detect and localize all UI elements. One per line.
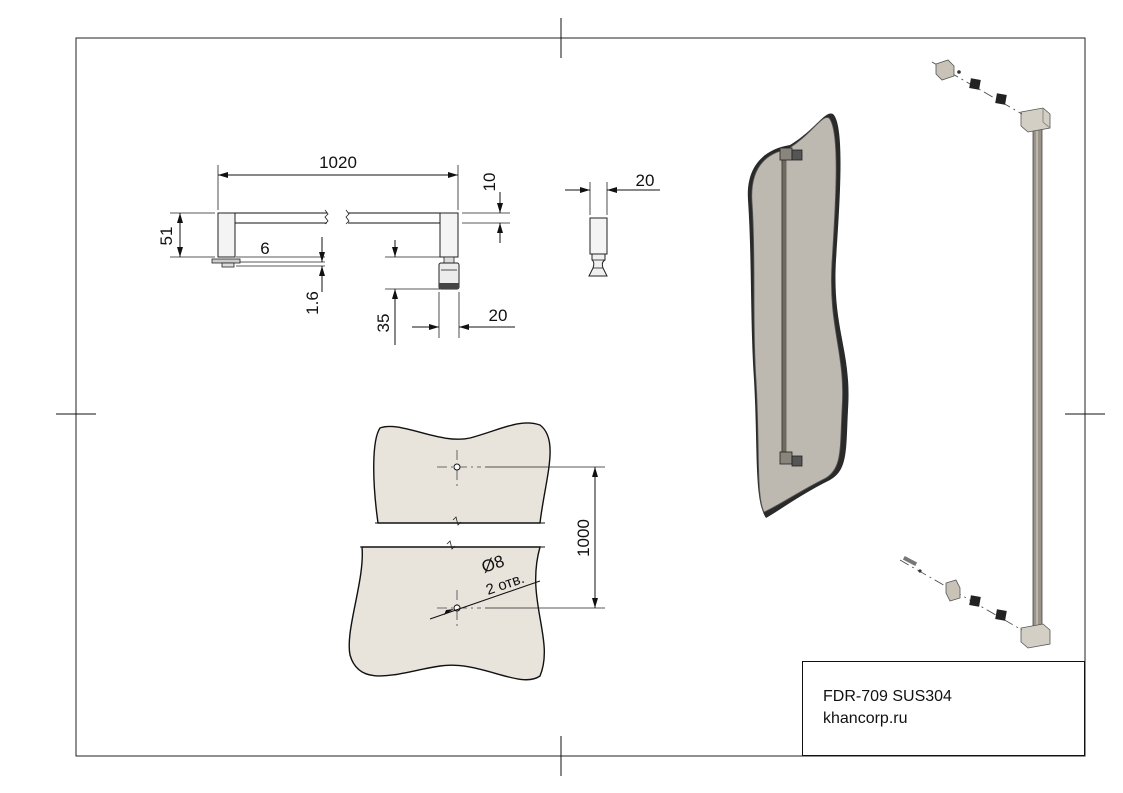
glass-drilling-view: 1000 Ø8 2 отв.	[348, 422, 605, 681]
dim-standoff-dia-label: 20	[489, 306, 508, 325]
dim-standoff-label: 35	[374, 314, 393, 333]
dim-thickness-label: 10	[480, 173, 499, 192]
model-label: FDR-709 SUS304	[823, 688, 952, 705]
dim-offset-label: 6	[260, 239, 269, 258]
dimension-height: 51	[157, 212, 215, 258]
website-label: khancorp.ru	[823, 710, 908, 727]
dim-height-label: 51	[157, 227, 176, 246]
dimension-length: 1020	[217, 153, 459, 210]
handle-exploded-view	[899, 59, 1051, 649]
glass-panel-3d-view	[747, 113, 849, 518]
dim-spacing-label: 1000	[574, 519, 593, 557]
dimension-offset: 6	[236, 239, 325, 263]
drawing-frame	[56, 18, 1105, 776]
dimension-standoff: 35	[374, 240, 440, 345]
handle-end-view: 20	[565, 171, 660, 277]
title-block: FDR-709 SUS304 khancorp.ru	[802, 661, 1085, 756]
dimension-bar-thickness: 10	[462, 173, 510, 243]
dim-side-width-label: 20	[636, 171, 655, 190]
dim-gap-label: 1.6	[303, 291, 322, 315]
dim-length-label: 1020	[319, 153, 357, 172]
glass-upper-section	[373, 422, 551, 524]
dimension-standoff-diameter: 20	[412, 292, 515, 338]
handle-side-view	[211, 209, 460, 290]
glass-panel	[751, 117, 843, 513]
dimension-gap: 1.6	[236, 237, 325, 315]
